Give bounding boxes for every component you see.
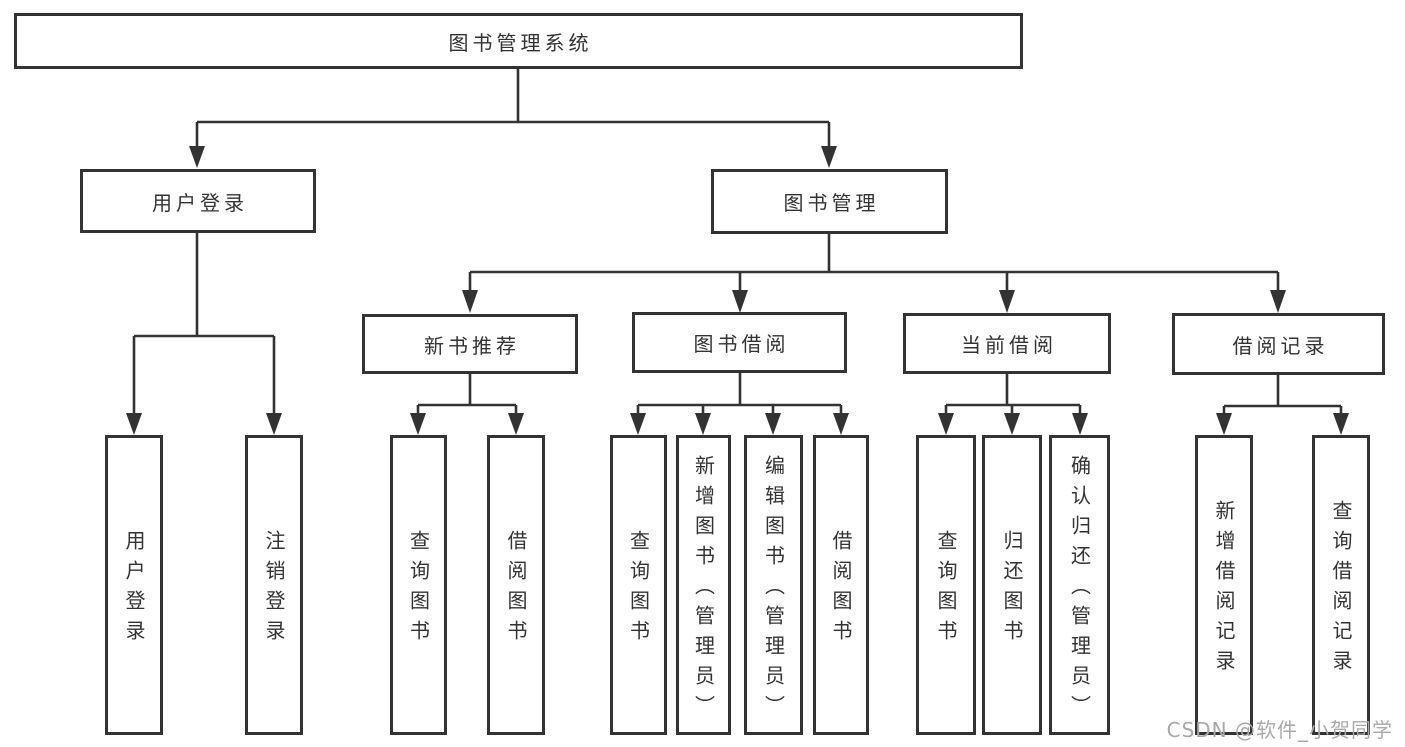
node-new-book-rec: 新书推荐 (362, 314, 578, 374)
node-book-borrow: 图书借阅 (632, 312, 847, 373)
leaf-bb-query-book-label: 查询图书 (626, 530, 651, 650)
node-book-mgmt-label: 图书管理 (783, 191, 880, 215)
leaf-rec-query-book: 查询图书 (390, 435, 447, 735)
connector-root-to-level2 (189, 67, 837, 168)
leaf-bb-borrow-book: 借阅图书 (813, 435, 869, 735)
leaf-cb-return-book-label: 归还图书 (1000, 530, 1024, 650)
leaf-bb-add-book-label: 新增图书（管理员） (691, 455, 716, 725)
leaf-bb-edit-book-label: 编辑图书（管理员） (761, 455, 786, 725)
leaf-cb-query-book: 查询图书 (916, 435, 976, 735)
node-current-borrow: 当前借阅 (903, 313, 1111, 374)
leaf-cb-confirm-return: 确认归还（管理员） (1049, 435, 1110, 735)
leaf-cb-return-book: 归还图书 (982, 435, 1042, 735)
leaf-bb-edit-book: 编辑图书（管理员） (744, 435, 803, 735)
leaf-user-login: 用户登录 (105, 435, 163, 735)
leaf-bb-query-book: 查询图书 (610, 435, 667, 735)
leaf-rec-borrow-book: 借阅图书 (487, 435, 545, 735)
node-root-label: 图书管理系统 (448, 30, 593, 55)
node-borrow-records: 借阅记录 (1172, 313, 1385, 375)
leaf-br-query-record-label: 查询借阅记录 (1329, 500, 1353, 680)
leaf-logout: 注销登录 (245, 435, 303, 735)
leaf-rec-query-book-label: 查询图书 (406, 530, 431, 650)
node-user-login-label: 用户登录 (152, 190, 248, 215)
connector-current-borrow-to-leaves (938, 371, 1088, 435)
connector-borrow-records-to-leaves (1216, 372, 1349, 435)
leaf-user-login-label: 用户登录 (122, 530, 146, 650)
leaf-br-query-record: 查询借阅记录 (1312, 435, 1370, 735)
node-user-login: 用户登录 (80, 169, 316, 233)
node-book-borrow-label: 图书借阅 (693, 332, 790, 356)
leaf-logout-label: 注销登录 (262, 530, 286, 650)
leaf-rec-borrow-book-label: 借阅图书 (504, 530, 528, 650)
node-borrow-records-label: 借阅记录 (1232, 333, 1329, 358)
node-root: 图书管理系统 (14, 13, 1023, 69)
connector-book-mgmt-to-level3 (462, 231, 1286, 313)
leaf-bb-borrow-book-label: 借阅图书 (829, 530, 853, 650)
leaf-cb-confirm-return-label: 确认归还（管理员） (1067, 455, 1092, 725)
connector-book-borrow-to-leaves (630, 370, 849, 435)
node-new-book-rec-label: 新书推荐 (424, 333, 520, 358)
node-book-mgmt: 图书管理 (711, 169, 948, 234)
csdn-watermark: CSDN @软件_小贺同学 (1166, 718, 1393, 742)
connector-user-login-to-leaves (126, 230, 282, 435)
connector-new-book-rec-to-leaves (410, 371, 524, 435)
leaf-br-add-record: 新增借阅记录 (1195, 435, 1253, 735)
leaf-cb-query-book-label: 查询图书 (934, 530, 958, 650)
leaf-bb-add-book: 新增图书（管理员） (676, 435, 731, 735)
node-current-borrow-label: 当前借阅 (961, 333, 1057, 357)
leaf-br-add-record-label: 新增借阅记录 (1212, 500, 1236, 680)
